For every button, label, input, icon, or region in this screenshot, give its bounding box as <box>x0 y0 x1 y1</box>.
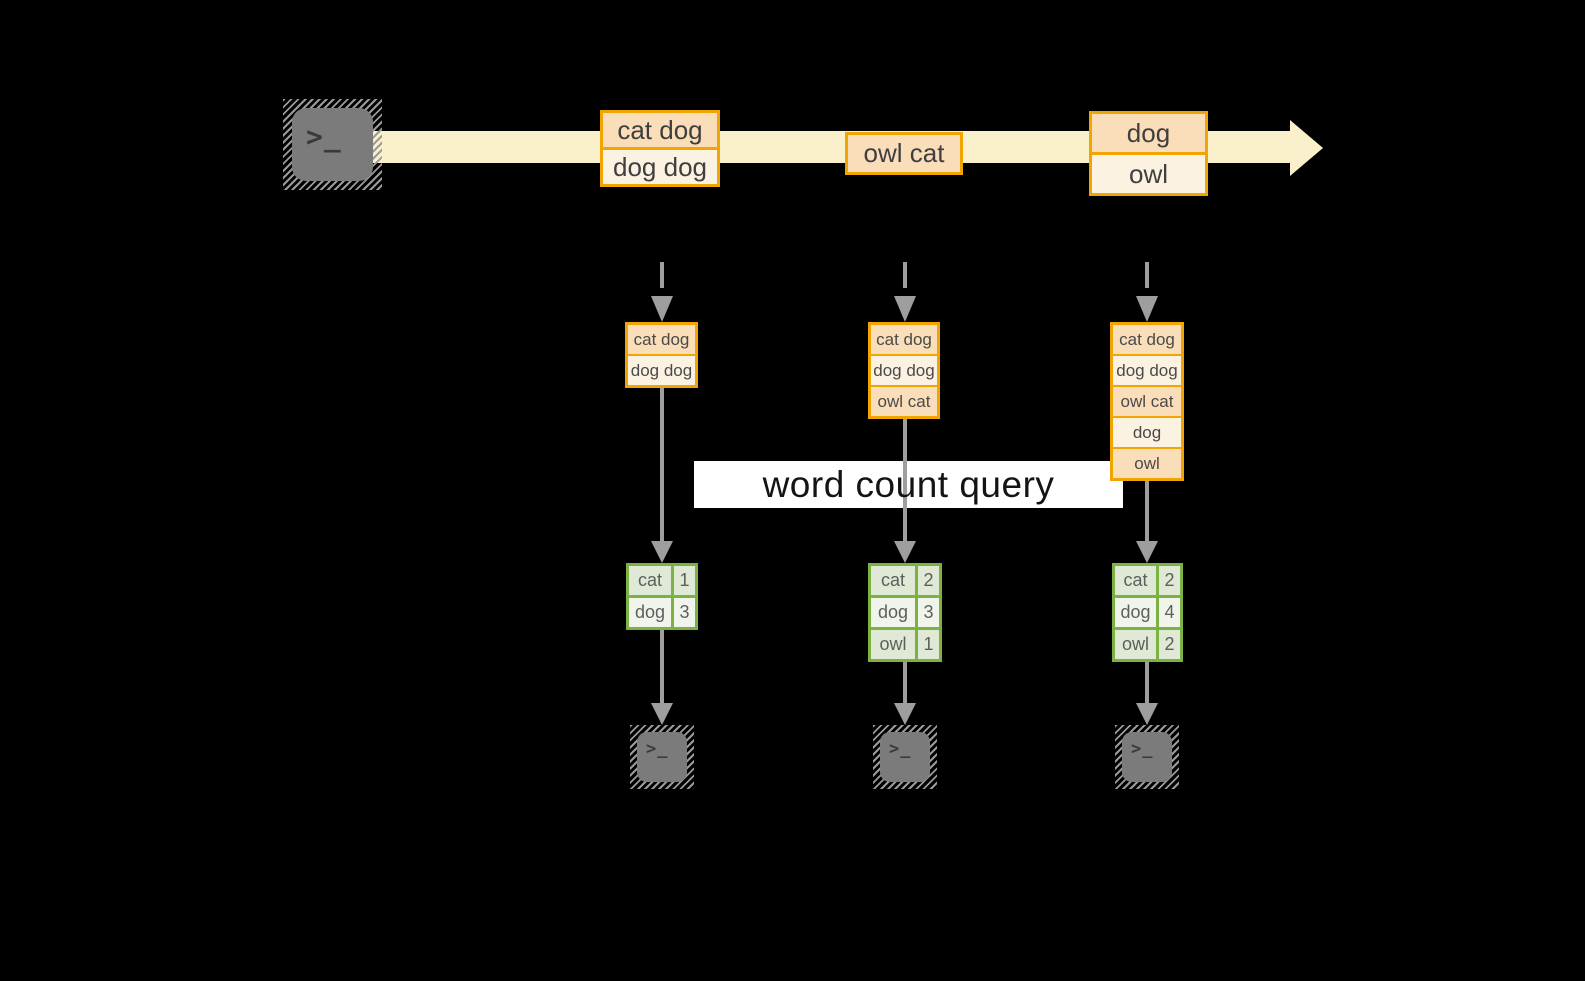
message-line: dog <box>1092 114 1205 152</box>
stream-arrowhead-icon <box>1290 120 1323 176</box>
word-cell: cat <box>637 570 662 590</box>
output-terminal-icon: >_ <box>1115 725 1179 789</box>
dashed-arrow <box>660 262 664 288</box>
flow-arrowhead-icon <box>651 541 673 563</box>
query-label: word count query <box>762 463 1055 505</box>
table-row: dog 4 <box>1115 595 1180 627</box>
flow-arrowhead-icon <box>894 541 916 563</box>
count-table: cat 2 dog 3 owl 1 <box>868 563 942 662</box>
table-row: owl 1 <box>871 627 939 659</box>
message-line: cat dog <box>603 113 717 147</box>
stack-cell: dog dog <box>628 354 695 385</box>
word-cell: cat <box>880 570 905 590</box>
source-terminal-icon: >_ <box>283 99 382 190</box>
dashed-arrowhead-icon <box>1136 296 1158 322</box>
table-row: owl 2 <box>1115 627 1180 659</box>
terminal-screen: >_ <box>292 108 373 181</box>
terminal-screen: >_ <box>880 732 930 782</box>
message-line: owl <box>1092 152 1205 193</box>
output-terminal-icon: >_ <box>630 725 694 789</box>
message-line: owl cat <box>848 135 960 172</box>
stream-message: owl cat <box>845 132 963 175</box>
stack-cell: owl cat <box>871 385 937 416</box>
word-cell: dog <box>877 602 909 622</box>
flow-arrow <box>660 388 664 541</box>
word-cell: dog <box>1120 602 1151 622</box>
prompt-icon: >_ <box>306 120 342 153</box>
stack-cell: dog <box>1113 416 1181 447</box>
dashed-arrowhead-icon <box>894 296 916 322</box>
flow-arrow <box>1145 662 1149 703</box>
dashed-arrow <box>903 262 907 288</box>
prompt-icon: >_ <box>646 739 669 759</box>
stack-cell: cat dog <box>1113 325 1181 354</box>
flow-arrow <box>903 662 907 703</box>
word-cell: owl <box>879 634 907 654</box>
flow-arrowhead-icon <box>1136 541 1158 563</box>
output-terminal-icon: >_ <box>873 725 937 789</box>
count-cell: 3 <box>671 598 695 627</box>
count-table: cat 1 dog 3 <box>626 563 698 630</box>
flow-arrow <box>660 630 664 703</box>
word-cell: dog <box>634 602 666 622</box>
message-line: dog dog <box>603 147 717 184</box>
stream-message: cat dog dog dog <box>600 110 720 187</box>
table-row: cat 2 <box>1115 566 1180 595</box>
table-row: cat 1 <box>629 566 695 595</box>
stack-cell: dog dog <box>1113 354 1181 385</box>
stream-message: dog owl <box>1089 111 1208 196</box>
flow-arrowhead-icon <box>1136 703 1158 725</box>
stack-cell: cat dog <box>628 325 695 354</box>
table-row: dog 3 <box>871 595 939 627</box>
stack-cell: cat dog <box>871 325 937 354</box>
table-row: cat 2 <box>871 566 939 595</box>
count-cell: 4 <box>1156 598 1180 627</box>
message-stack: cat dog dog dog <box>625 322 698 388</box>
flow-arrowhead-icon <box>651 703 673 725</box>
word-cell: cat <box>1123 570 1148 590</box>
stack-cell: owl <box>1113 447 1181 478</box>
count-cell: 1 <box>915 630 939 659</box>
flow-arrow <box>1145 481 1149 541</box>
stack-cell: dog dog <box>871 354 937 385</box>
prompt-icon: >_ <box>1131 739 1154 759</box>
dashed-arrowhead-icon <box>651 296 673 322</box>
flow-arrowhead-icon <box>894 703 916 725</box>
count-cell: 2 <box>1156 566 1180 595</box>
word-cell: owl <box>1121 634 1149 654</box>
count-table: cat 2 dog 4 owl 2 <box>1112 563 1183 662</box>
count-cell: 3 <box>915 598 939 627</box>
dashed-arrow <box>1145 262 1149 288</box>
count-cell: 2 <box>915 566 939 595</box>
table-row: dog 3 <box>629 595 695 627</box>
count-cell: 2 <box>1156 630 1180 659</box>
terminal-screen: >_ <box>637 732 687 782</box>
flow-arrow <box>903 419 907 541</box>
query-banner <box>694 461 1123 508</box>
prompt-icon: >_ <box>889 739 912 759</box>
message-stack: cat dog dog dog owl cat dog owl <box>1110 322 1184 481</box>
message-stack: cat dog dog dog owl cat <box>868 322 940 419</box>
stack-cell: owl cat <box>1113 385 1181 416</box>
terminal-screen: >_ <box>1122 732 1172 782</box>
count-cell: 1 <box>671 566 695 595</box>
